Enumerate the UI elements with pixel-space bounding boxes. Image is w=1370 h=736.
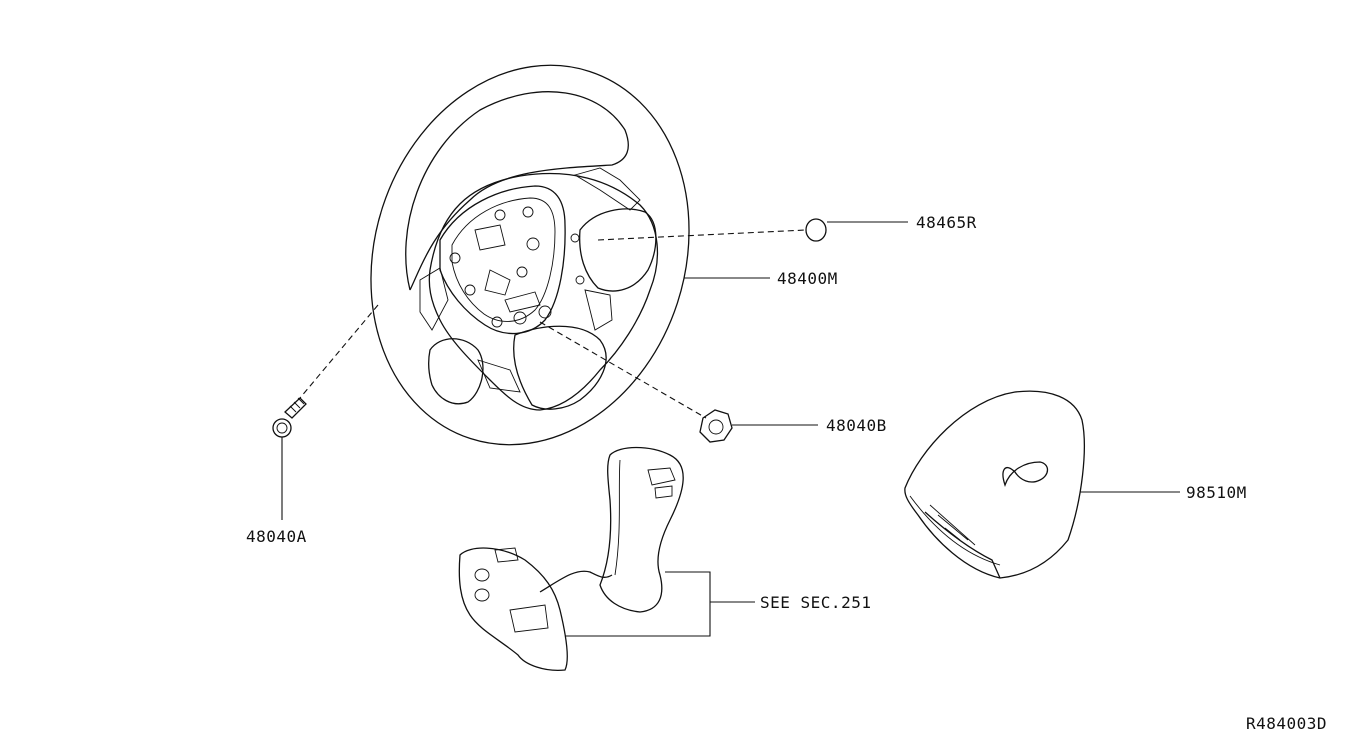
- bolt-drawing: [272, 397, 307, 438]
- steering-wheel-drawing: [370, 64, 827, 446]
- label-48400M: 48400M: [777, 269, 838, 288]
- leader-48465R-dashed: [597, 229, 807, 241]
- label-98510M: 98510M: [1186, 483, 1247, 502]
- airbag-module-drawing: [904, 390, 1085, 579]
- leader-switch-bracket: [565, 571, 711, 637]
- switch-assembly-drawing: [458, 446, 684, 671]
- leader-48040A-dashed: [299, 304, 379, 399]
- leader-48040B-dashed: [539, 321, 707, 419]
- label-see-sec: SEE SEC.251: [760, 593, 871, 612]
- nut-drawing: [699, 409, 733, 443]
- drawing-number: R484003D: [1246, 714, 1327, 733]
- label-48465R: 48465R: [916, 213, 977, 232]
- label-48040A: 48040A: [246, 527, 307, 546]
- label-48040B: 48040B: [826, 416, 887, 435]
- leader-lines: [281, 221, 1180, 637]
